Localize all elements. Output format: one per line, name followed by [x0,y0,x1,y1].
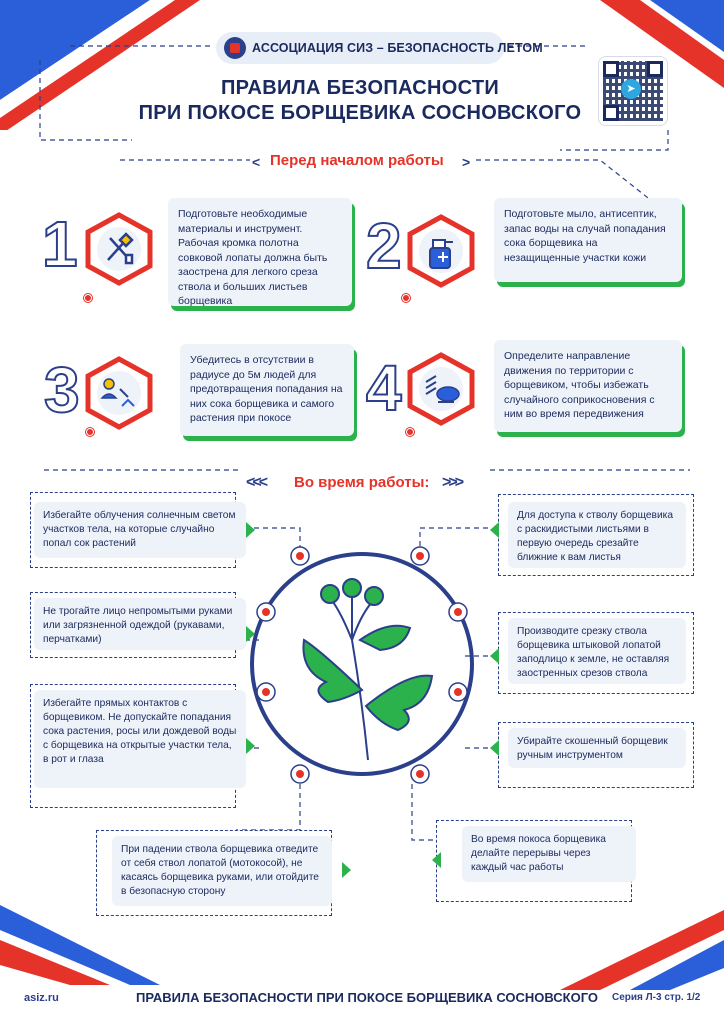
wind-direction-icon [407,352,475,426]
step-2-marker-dot [402,294,410,302]
step-number-4: 4 [365,352,403,424]
organization-name: АССОЦИАЦИЯ СИЗ – БЕЗОПАСНОСТЬ ЛЕТОМ [252,41,543,55]
during-left-card-3: Избегайте прямых контактов с борщевиком.… [34,690,246,788]
footer-title: ПРАВИЛА БЕЗОПАСНОСТИ ПРИ ПОКОСЕ БОРЩЕВИК… [136,990,599,1005]
arrow-left-icon [432,852,441,868]
step-1-card: Подготовьте необходимые материалы и инст… [168,198,352,307]
step-4-marker-dot [406,428,414,436]
arrow-left-icon [490,522,499,538]
arrow-right-icon [246,738,255,754]
arrow-right-icon [342,862,351,878]
arrow-right-icon [246,626,255,642]
during-right-card-1: Для доступа к стволу борщевика с раскиди… [508,502,686,568]
arrow-left-icon [490,648,499,664]
step-2-text: Подготовьте мыло, антисептик, запас воды… [504,208,666,264]
step-4-card: Определите направление движения по терри… [494,340,682,432]
step-3-text: Убедитесь в отсутствии в радиусе до 5м л… [190,354,343,424]
during-left-card-4: При падении ствола борщевика отведите от… [112,836,332,906]
triple-chevron-left-icon: <<< [246,474,268,491]
page-title: ПРАВИЛА БЕЗОПАСНОСТИ ПРИ ПОКОСЕ БОРЩЕВИК… [120,76,600,126]
antiseptic-spray-icon [407,214,475,288]
step-1-marker-dot [84,294,92,302]
arrow-left-icon [490,740,499,756]
before-work-heading: Перед началом работы [270,152,444,169]
qr-code-icon[interactable]: ➤ [598,56,668,126]
chevron-left-icon: < [252,154,261,170]
asiz-logo-icon [224,37,246,59]
step-1-text: Подготовьте необходимые материалы и инст… [178,208,328,307]
step-number-2: 2 [365,210,403,282]
footer-site-link[interactable]: asiz.ru [24,992,59,1004]
step-3-marker-dot [86,428,94,436]
step-number-3: 3 [43,354,81,426]
during-left-card-1: Избегайте облучения солнечным светом уча… [34,502,246,558]
during-right-card-4: Во время покоса борщевика делайте переры… [462,826,636,882]
arrow-right-icon [246,522,255,538]
tools-icon [85,212,153,286]
hogweed-plant-icon [302,578,434,761]
step-2-card: Подготовьте мыло, антисептик, запас воды… [494,198,682,282]
step-number-1: 1 [41,208,79,280]
step-4-text: Определите направление движения по терри… [504,350,655,420]
chevron-right-icon: > [462,154,471,170]
telegram-icon: ➤ [621,79,641,99]
page-title-line-2: ПРИ ПОКОСЕ БОРЩЕВИКА СОСНОВСКОГО [138,102,582,124]
corner-stripes-bottom-left [0,905,160,985]
during-left-card-2: Не трогайте лицо непромытыми руками или … [34,598,246,650]
during-work-heading: Во время работы: [294,474,430,491]
organization-header-pill: АССОЦИАЦИЯ СИЗ – БЕЗОПАСНОСТЬ ЛЕТОМ [216,32,543,64]
corner-stripes-bottom-right [560,910,724,990]
during-right-card-2: Производите срезку ствола борщевика штык… [508,618,686,684]
triple-chevron-right-icon: >>> [442,474,464,491]
step-3-card: Убедитесь в отсутствии в радиусе до 5м л… [180,344,354,436]
during-right-card-3: Убирайте скошенный борщевик ручным инстр… [508,728,686,768]
page-title-line-1: ПРАВИЛА БЕЗОПАСНОСТИ [220,77,500,99]
people-distance-icon [85,356,153,430]
footer-series: Серия Л-3 стр. 1/2 [612,992,701,1003]
